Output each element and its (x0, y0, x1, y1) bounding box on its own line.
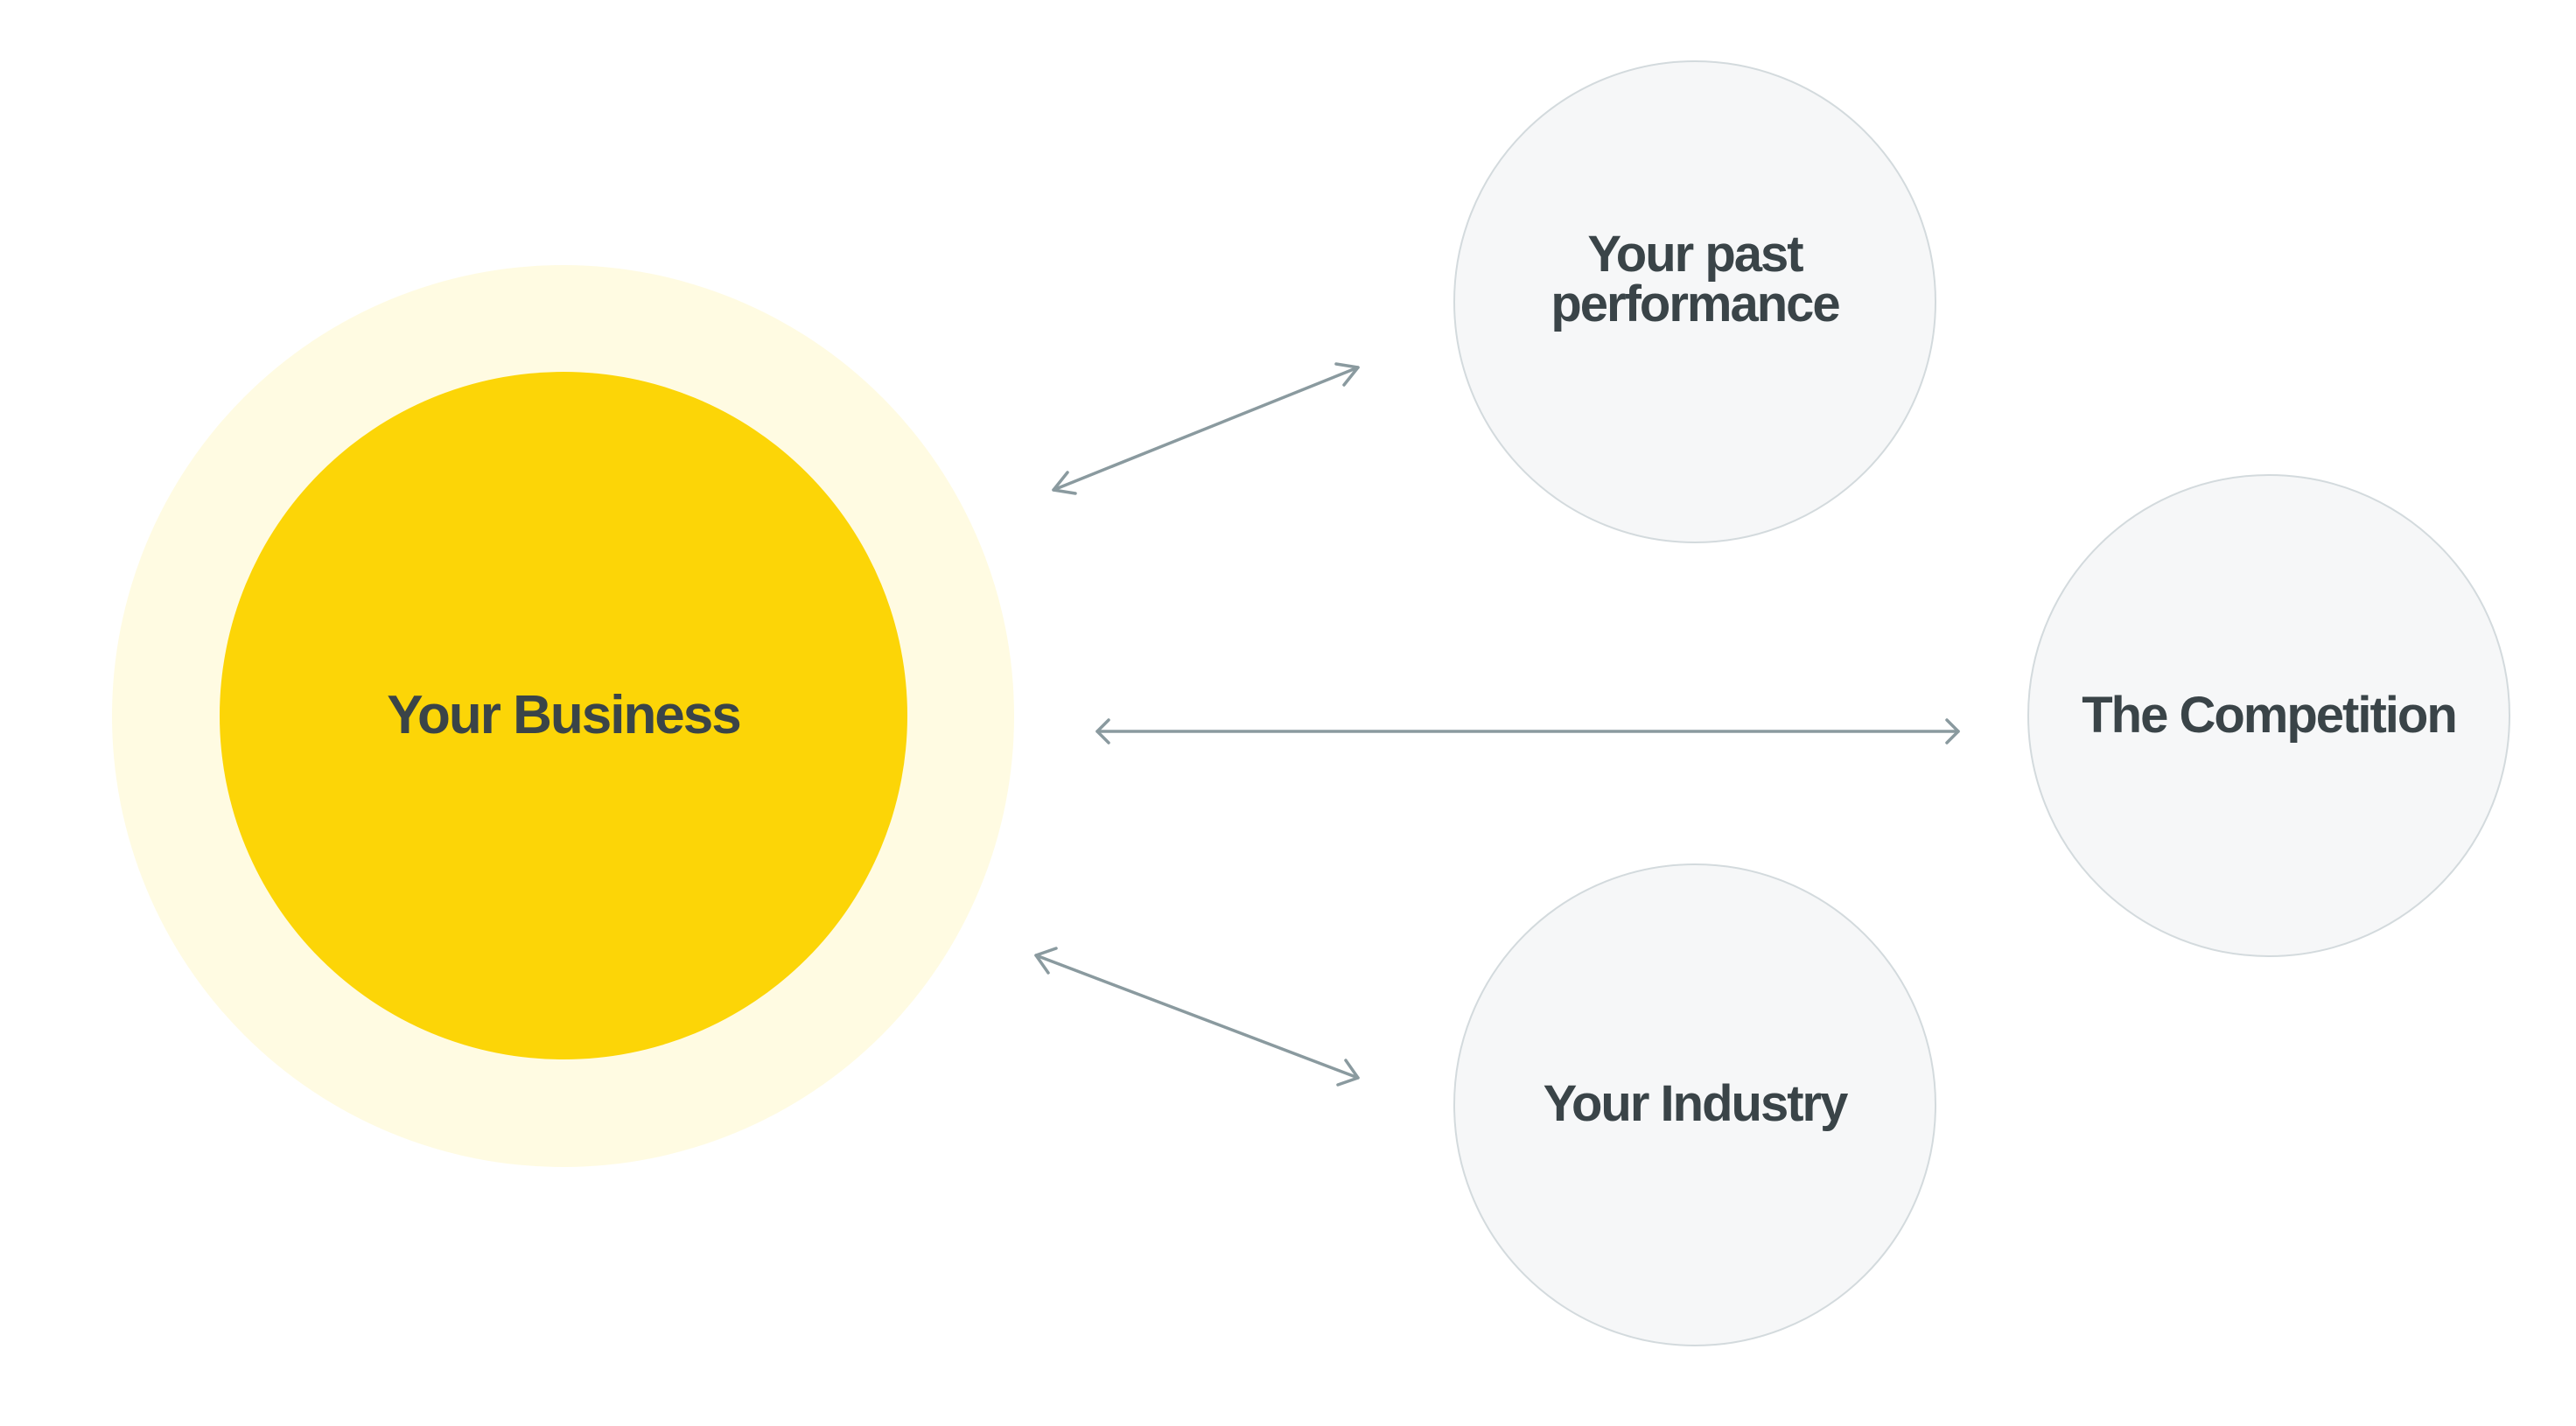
arrow-to-industry (1034, 947, 1360, 1087)
past-performance-circle: Your past performance (1453, 60, 1936, 543)
arrow-to-competition (1096, 718, 1960, 744)
business-circle: Your Business (220, 372, 907, 1059)
past-performance-label: Your past performance (1550, 226, 1840, 332)
competition-label: The Competition (2082, 687, 2458, 744)
business-label: Your Business (387, 685, 742, 745)
competition-circle: The Competition (2027, 474, 2510, 957)
arrow-to-past-performance (1052, 362, 1360, 495)
industry-label: Your Industry (1543, 1074, 1849, 1132)
industry-circle: Your Industry (1453, 863, 1936, 1346)
